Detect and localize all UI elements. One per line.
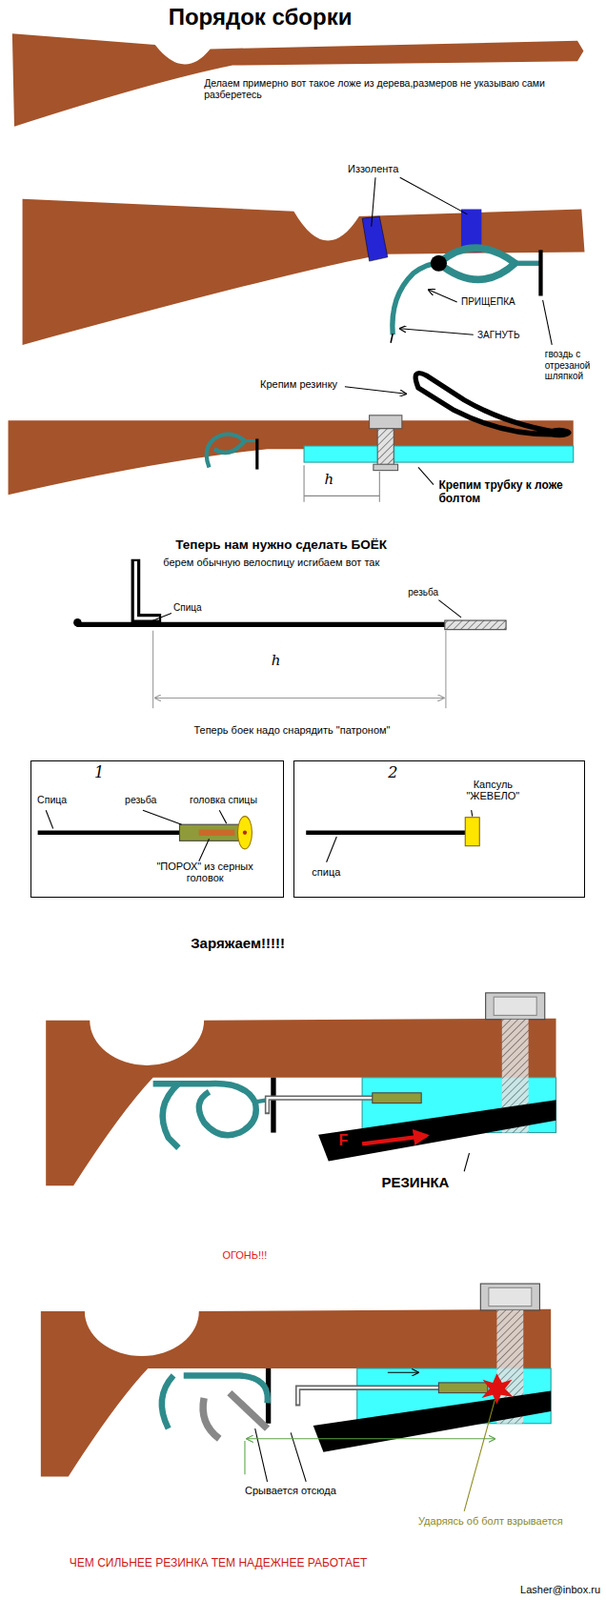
dimension: h [271, 652, 282, 669]
part-label: Срывается отсюда [244, 1484, 337, 1497]
part-label: "ПОРОХ" из серных головок [143, 860, 266, 885]
part-label: головка спицы [189, 793, 258, 806]
part-label: резьба [124, 793, 157, 806]
note: Крепим резинку [260, 378, 338, 391]
callout-number: 1 [94, 764, 104, 782]
part-label: резьба [407, 586, 439, 599]
note: Ударяясь об болт взрывается [418, 1515, 564, 1528]
note: Крепим трубку к ложе болтом [438, 479, 596, 506]
heading: Теперь нам нужно сделать БОЁК [175, 537, 387, 553]
dimension: h [323, 471, 334, 488]
part-label: гвоздь с отрезаной шляпкой [545, 348, 601, 383]
inset-box: 1Спица резьба головка спицы "ПОРОХ" из серн… [30, 760, 284, 899]
watermark: Lasher@inbox.ru [520, 1583, 601, 1596]
part-label: спица [311, 866, 341, 879]
part-label: РЕЗИНКА [381, 1173, 449, 1191]
part-label: Иззолента [347, 162, 399, 176]
part-label: ЗАГНУТЬ [477, 329, 520, 342]
part-label: Спица [173, 602, 202, 614]
force-label: F [338, 1131, 348, 1150]
heading: ОГОНЬ!!! [222, 1249, 267, 1262]
callout-number: 2 [387, 764, 398, 782]
note: ЧЕМ СИЛЬНЕЕ РЕЗИНКА ТЕМ НАДЕЖНЕЕ РАБОТАЕ… [69, 1556, 368, 1571]
part-label: Спица [37, 793, 67, 806]
inset-box: 2Капсуль "ЖЕВЕЛО" спица [293, 760, 585, 899]
part-label: ПРИЩЕПКА [461, 296, 516, 308]
title: Порядок сборки [168, 3, 353, 31]
note: Делаем примерно вот такое ложе из дерева… [203, 77, 590, 101]
note: берем обычную велоспицу исгибаем вот так [162, 556, 380, 569]
note: Теперь боек надо снарядить "патроном" [193, 724, 390, 737]
heading: Заряжаем!!!!! [190, 934, 285, 951]
part-label: Капсуль "ЖЕВЕЛО" [446, 778, 539, 803]
